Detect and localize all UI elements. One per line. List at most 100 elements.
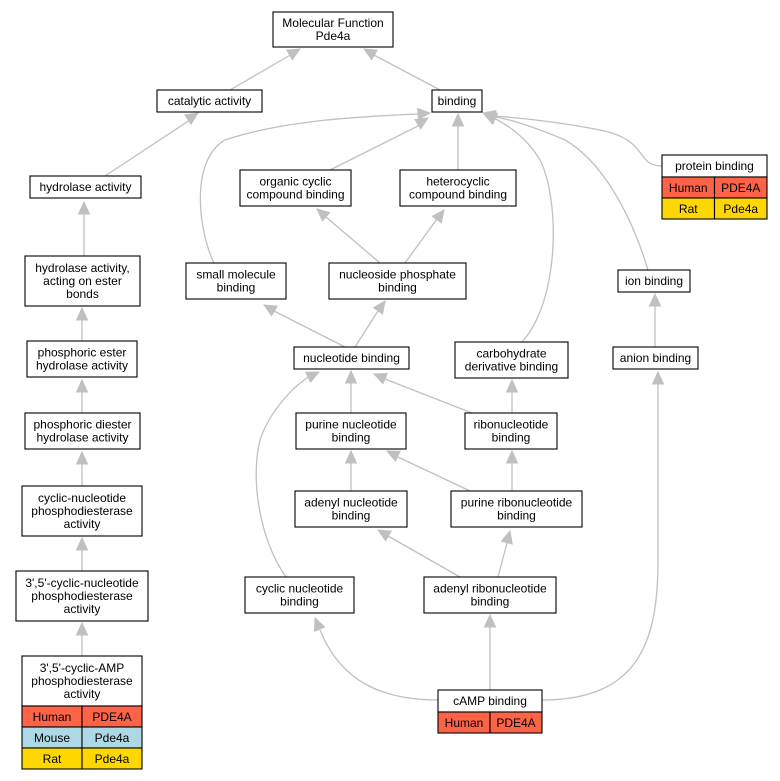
term-box [272, 11, 394, 48]
edge-line [493, 116, 649, 271]
arrowhead-icon [483, 613, 497, 628]
species-label: Rat [679, 202, 698, 216]
arrowhead-icon [316, 208, 331, 222]
term-label-line: nucleotide binding [303, 351, 400, 365]
term-box [454, 341, 569, 379]
species-label: Human [669, 181, 708, 195]
go-term-ion-binding[interactable]: ion binding [617, 269, 691, 293]
term-label-line: hydrolase activity [39, 180, 131, 194]
gene-label: Pde4a [95, 752, 130, 766]
term-label-line: binding [497, 509, 536, 523]
term-box [15, 570, 149, 622]
term-box [156, 89, 263, 113]
arrowhead-icon [505, 378, 519, 393]
term-box [21, 655, 143, 707]
gene-label: PDE4A [496, 716, 535, 730]
edge-layer [75, 48, 665, 701]
go-term-cyclic-35-pde[interactable]: 3',5'-cyclic-nucleotidephosphodiesterase… [15, 570, 149, 622]
edge-cyclicnuc-to-diester [75, 450, 89, 486]
gene-label: PDE4A [721, 181, 760, 195]
term-box [29, 175, 142, 199]
edge-adenyl-to-purine [344, 449, 358, 491]
edge-line [384, 378, 473, 414]
edge-line [493, 117, 554, 343]
edge-nucleotide-to-small [262, 304, 346, 348]
arrowhead-icon [75, 450, 89, 465]
arrowhead-icon [431, 209, 445, 224]
term-label-line: cAMP binding [453, 694, 527, 708]
edge-line [354, 310, 379, 348]
go-term-hydrolase[interactable]: hydrolase activity [29, 175, 142, 199]
edge-anion-to-ion [648, 292, 662, 347]
term-label-line: organic cyclic [259, 175, 331, 189]
arrowhead-icon [305, 371, 321, 384]
term-box [185, 262, 287, 300]
edge-line [229, 53, 293, 91]
arrowhead-icon [385, 450, 401, 463]
term-label-line: Molecular Function [282, 16, 383, 30]
arrowhead-icon [648, 292, 662, 307]
term-label-line: Pde4a [316, 29, 351, 43]
edge-adenylribo-to-purribo [497, 529, 513, 578]
go-term-binding[interactable]: binding [431, 89, 483, 113]
edge-heterocyclic-to-binding [451, 112, 465, 170]
gene-cell [713, 197, 768, 220]
term-label-line: cyclic-nucleotide [38, 491, 126, 505]
gene-cell [489, 711, 543, 734]
go-term-nucleotide-binding[interactable]: nucleotide binding [293, 346, 410, 370]
term-label-line: catalytic activity [168, 94, 251, 108]
edge-ribo-to-carbohydrate [505, 378, 519, 413]
edge-line [199, 113, 419, 264]
species-label: Mouse [34, 731, 70, 745]
arrowhead-icon [372, 300, 386, 315]
term-label-line: compound binding [246, 188, 344, 202]
arrowhead-icon [414, 117, 430, 130]
term-label-line: ribonucleotide [474, 418, 549, 432]
term-label-line: derivative binding [465, 360, 558, 374]
arrowhead-icon [451, 112, 465, 127]
term-box [21, 485, 143, 537]
go-term-catalytic[interactable]: catalytic activity [156, 89, 263, 113]
edge-line [494, 115, 663, 167]
edge-line [387, 535, 461, 578]
term-box [293, 346, 410, 370]
term-label-line: phosphodiesterase [31, 504, 133, 518]
go-term-anion-binding[interactable]: anion binding [612, 346, 699, 370]
term-label-line: binding [280, 595, 319, 609]
edge-organic-to-binding [329, 117, 430, 171]
arrowhead-icon [286, 48, 302, 61]
term-label-line: acting on ester [43, 274, 122, 288]
term-box [294, 490, 408, 528]
go-term-cyclic-nuc-pde[interactable]: cyclic-nucleotidephosphodiesteraseactivi… [21, 485, 143, 537]
edge-nucleoside-to-organic [316, 208, 381, 264]
species-label: Rat [43, 752, 62, 766]
term-label-line: binding [332, 431, 371, 445]
edge-line [397, 456, 471, 492]
term-label-line: anion binding [620, 351, 691, 365]
term-label-line: protein binding [675, 159, 754, 173]
arrowhead-icon [500, 529, 513, 545]
edge-ribo-to-nucleotide [372, 372, 473, 414]
go-term-camp-pde[interactable]: 3',5'-cyclic-AMPphosphodiesteraseactivit… [21, 655, 143, 770]
term-label-line: purine nucleotide [305, 418, 397, 432]
